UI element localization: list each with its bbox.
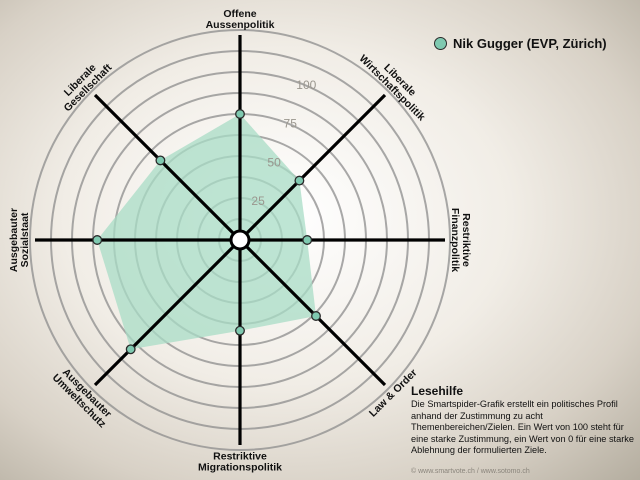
reading-help: Lesehilfe Die Smartspider-Grafik erstell… <box>411 384 637 457</box>
profile-polygon <box>97 114 316 350</box>
radar-tick-label: 25 <box>251 194 265 208</box>
profile-area <box>97 114 316 350</box>
radar-center <box>229 229 251 251</box>
legend-label: Nik Gugger (EVP, Zürich) <box>453 36 607 51</box>
radar-spoke <box>238 93 387 242</box>
radar-spokes <box>35 35 445 445</box>
radar-axis-label-line: Restriktive <box>460 213 472 267</box>
legend-marker-icon <box>434 37 447 50</box>
radar-axis-label-line: Offene <box>223 8 256 20</box>
reading-help-title: Lesehilfe <box>411 384 464 398</box>
radar-tick-label: 75 <box>284 117 298 131</box>
copyright-footer: © www.smartvote.ch / www.sotomo.ch <box>411 468 530 475</box>
radar-axis-label-line: Ausgebauter <box>8 208 20 272</box>
radar-axis-label-line: Aussenpolitik <box>206 19 275 31</box>
profile-marker <box>302 235 313 245</box>
legend: Nik Gugger (EVP, Zürich) <box>434 36 607 51</box>
profile-marker <box>125 344 136 355</box>
profile-marker <box>155 155 166 166</box>
radar-spoke <box>93 238 242 387</box>
radar-tick-labels: 25 50 75 100 <box>251 78 316 208</box>
profile-marker <box>311 311 321 321</box>
profile-marker <box>92 235 103 245</box>
radar-axis-label-line: Migrationspolitik <box>198 462 282 474</box>
radar-axis-label-line: Restriktive <box>213 451 267 463</box>
radar-tick-label: 50 <box>267 155 281 169</box>
reading-help-text: Die Smartspider-Grafik erstellt ein poli… <box>411 399 634 455</box>
profile-marker <box>294 175 305 186</box>
profile-markers <box>92 109 321 355</box>
radar-axis-label-line: Sozialstaat <box>19 212 31 267</box>
radar-axis-label-line: Finanzpolitik <box>449 208 461 272</box>
profile-marker <box>235 325 245 336</box>
radar-spoke <box>93 93 242 242</box>
radar-tick-label: 100 <box>296 78 316 92</box>
profile-marker <box>235 109 245 119</box>
radar-ring <box>29 29 451 451</box>
